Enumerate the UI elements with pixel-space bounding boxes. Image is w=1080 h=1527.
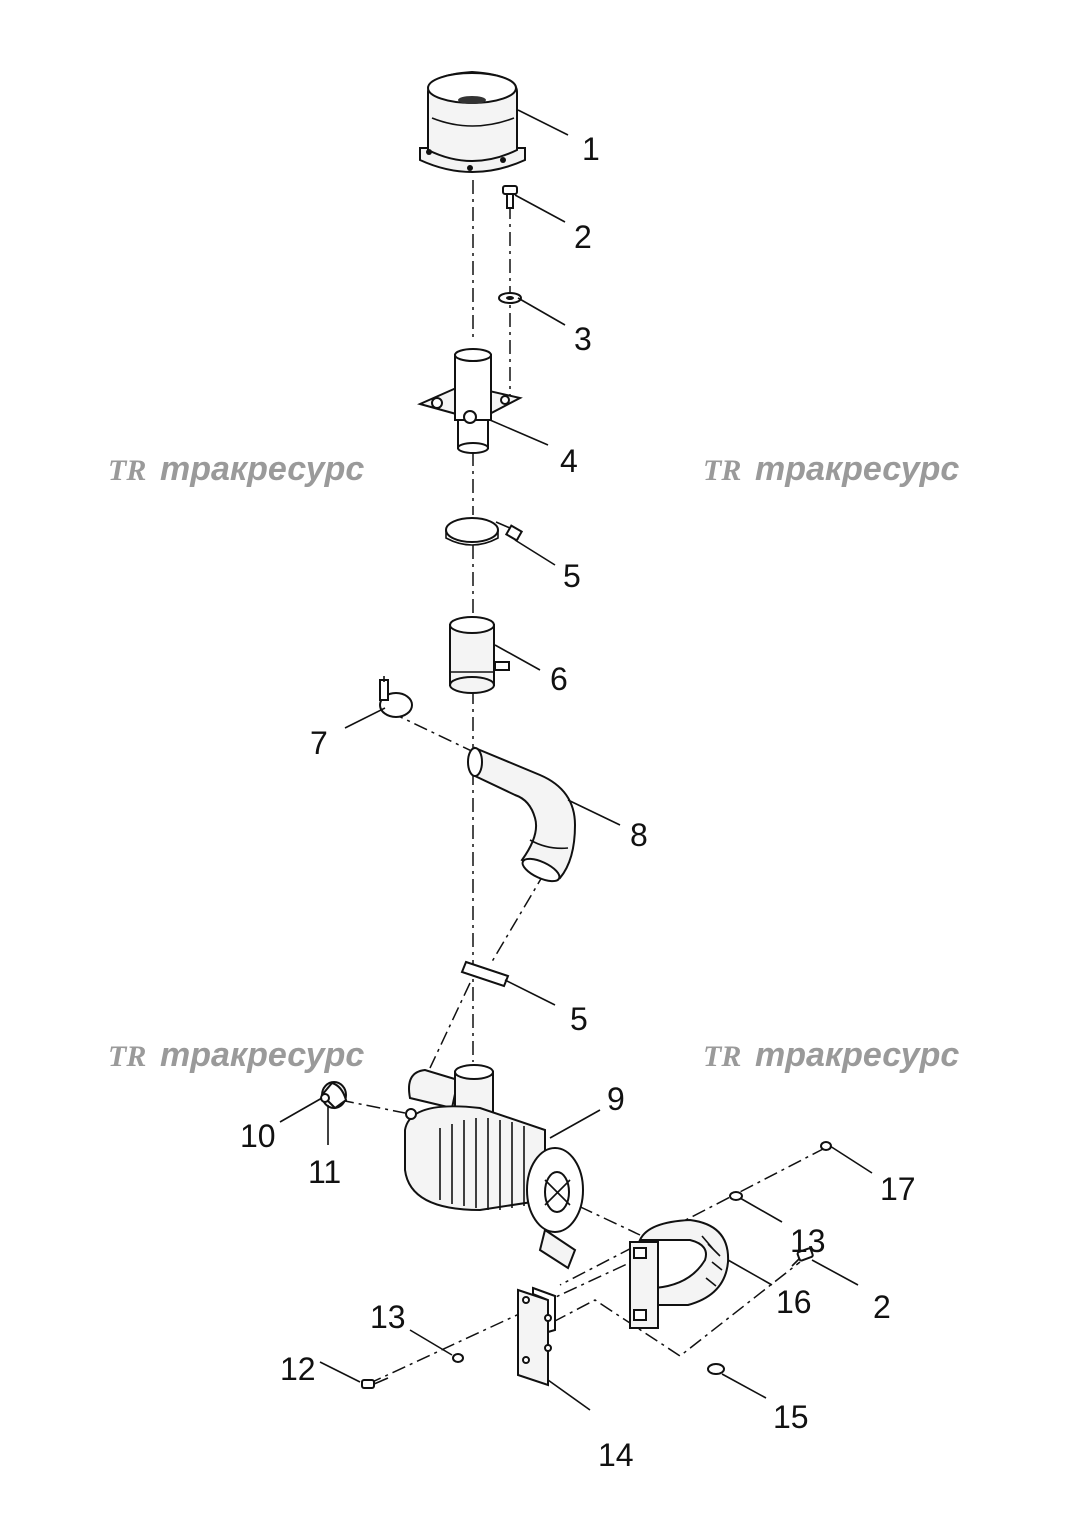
callout-11: 11 (308, 1154, 341, 1190)
callout-9: 9 (607, 1081, 625, 1117)
svg-text:TR: TR (703, 454, 741, 487)
watermark-mid-left: TR тракресурс (108, 1036, 364, 1074)
adapter-plate-icon (417, 348, 523, 454)
callout-3: 3 (574, 321, 592, 357)
elbow-hose-icon (467, 746, 577, 883)
callout-17: 17 (880, 1171, 916, 1207)
callout-7: 7 (310, 725, 328, 761)
callout-2: 2 (574, 219, 592, 255)
callout-14: 14 (598, 1437, 634, 1473)
callout-labels: 1 2 3 4 5 6 7 8 5 9 10 11 17 13 16 13 12… (240, 131, 916, 1473)
svg-text:TR: TR (108, 1040, 146, 1073)
callout-5b: 5 (570, 1001, 588, 1037)
washer-icon (452, 1141, 832, 1375)
callout-5: 5 (563, 558, 581, 594)
mounting-bracket-icon (517, 1286, 556, 1387)
callout-10: 10 (240, 1118, 276, 1154)
precleaner-cap-icon (419, 70, 526, 173)
callout-12: 12 (280, 1351, 316, 1387)
hose-clamp-icon (445, 517, 524, 546)
watermark-mid-right: TR тракресурс (703, 1036, 959, 1074)
air-filter-housing-icon (404, 1064, 584, 1270)
rubber-sleeve-icon (449, 616, 510, 694)
watermark-top-right: TR тракресурс (703, 450, 959, 488)
callout-8: 8 (630, 817, 648, 853)
callout-1: 1 (582, 131, 600, 167)
callout-13b: 13 (370, 1299, 406, 1335)
watermark-top-left: TR тракресурс (108, 450, 364, 488)
callout-15: 15 (773, 1399, 809, 1435)
svg-text:тракресурс: тракресурс (160, 1036, 364, 1074)
svg-text:TR: TR (108, 454, 146, 487)
washer-icon (498, 292, 522, 304)
mounting-band-icon (629, 1218, 730, 1329)
svg-text:тракресурс: тракресурс (755, 1036, 959, 1074)
svg-text:тракресурс: тракресурс (755, 450, 959, 488)
hose-clamp-icon (379, 676, 413, 718)
svg-text:TR: TR (703, 1040, 741, 1073)
svg-text:тракресурс: тракресурс (160, 450, 364, 488)
hose-clamp-icon (460, 960, 510, 988)
callout-16: 16 (776, 1284, 812, 1320)
vacuator-valve-icon (320, 1081, 348, 1110)
callout-4: 4 (560, 443, 578, 479)
callout-6: 6 (550, 661, 568, 697)
callout-2b: 2 (873, 1289, 891, 1325)
leader-lines (279, 109, 873, 1411)
bolt-icon (361, 1247, 814, 1389)
callout-13: 13 (790, 1223, 826, 1259)
bolt-icon (502, 185, 518, 209)
